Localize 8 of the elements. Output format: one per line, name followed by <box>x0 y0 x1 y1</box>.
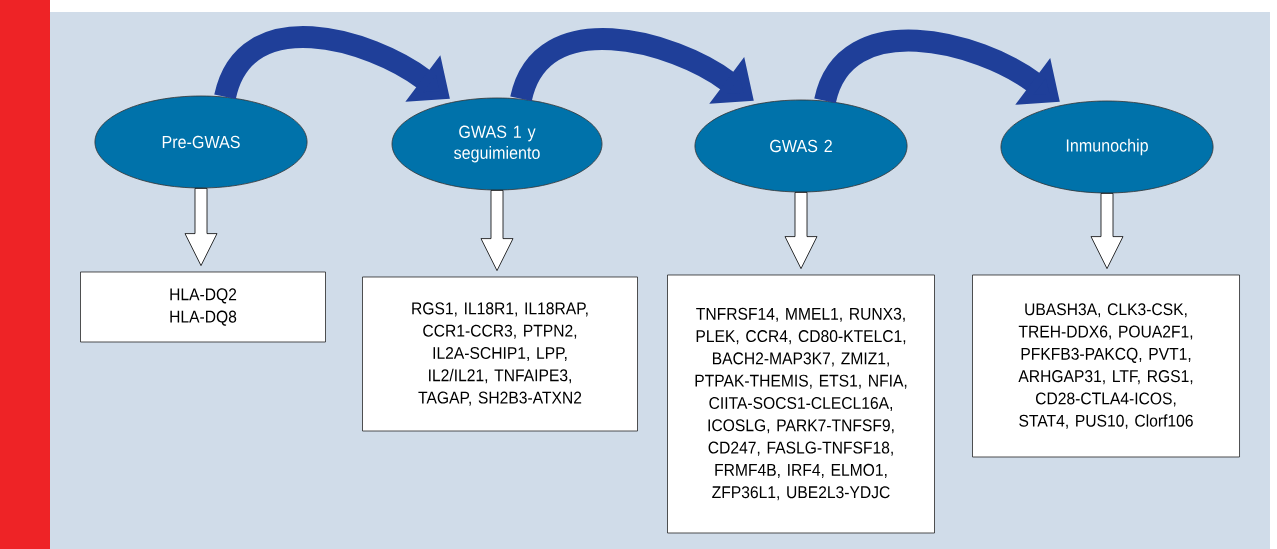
hollow-arrow <box>480 190 514 271</box>
hollow-arrow <box>1090 193 1124 269</box>
gene-list-box: TNFRSF14, MMEL1, RUNX3, PLEK, CCR4, CD80-KTELC1, BACH2-MAP3K7, ZMIZ1, PTPAK-THEMIS, ETS1, NFIA, CIITA-SOCS1-CLECL16A, ICOSLG, PARK7-TNFSF9, CD247, FASLG-TNFSF18, FRMF4B, IRF4, ELMO1, ZFP36L1, UBE2L3-YDJC <box>667 274 935 534</box>
gene-list-box: RGS1, IL18R1, IL18RAP, CCR1-CCR3, PTPN2, IL2A-SCHIP1, LPP, IL2/IL21, TNFAIPE3, TAGAP, SH2B3-ATXN2 <box>362 276 638 432</box>
hollow-arrow <box>184 188 218 266</box>
gene-list-box: UBASH3A, CLK3-CSK, TREH-DDX6, POUA2F1, PFKFB3-PAKCQ, PVT1, ARHGAP31, LTF, RGS1, CD28-CTLA4-ICOS, STAT4, PUS10, Clorf106 <box>972 274 1240 458</box>
gene-list-box: HLA-DQ2 HLA-DQ8 <box>80 271 326 343</box>
hollow-arrow <box>784 192 818 269</box>
